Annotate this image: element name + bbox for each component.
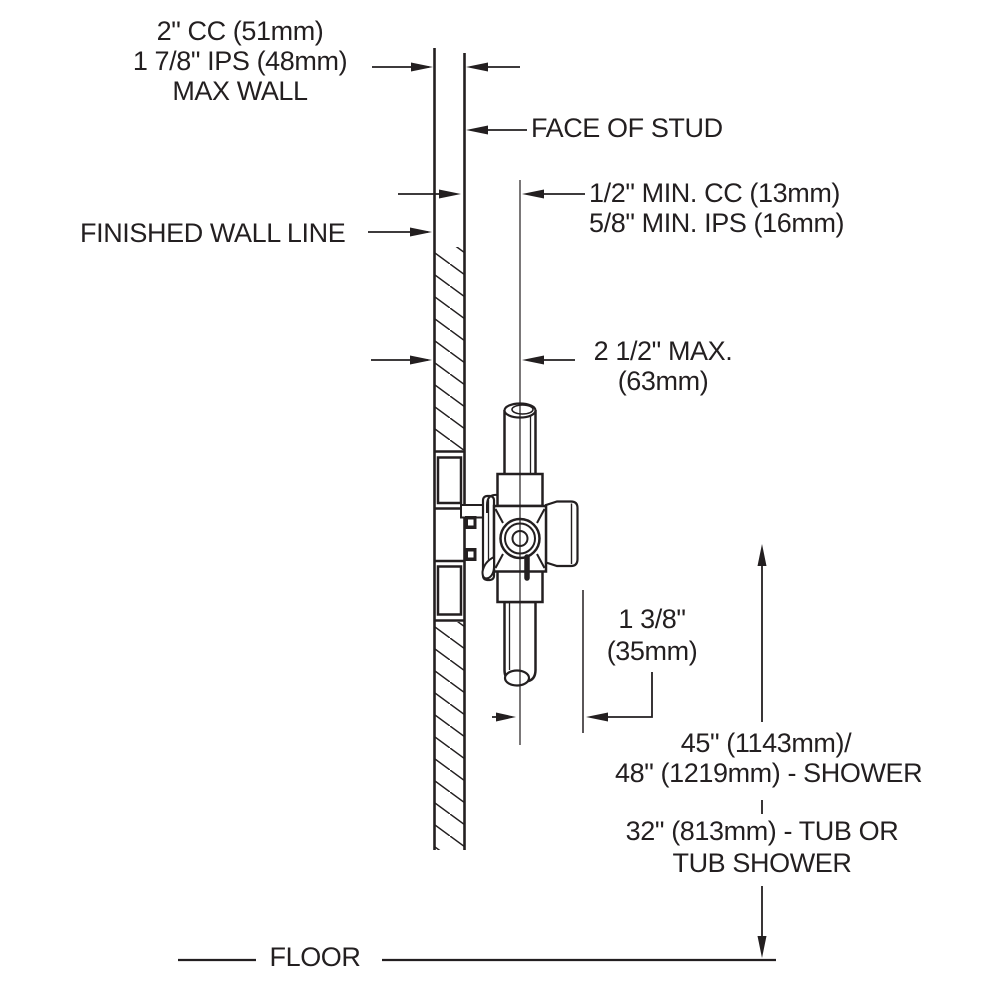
label-min-depth-2: 5/8" MIN. IPS (16mm) [589,208,845,238]
label-min-depth-1: 1/2" MIN. CC (13mm) [589,178,841,208]
label-shower-height-2: 48" (1219mm) - SHOWER [615,758,923,788]
label-valve-offset-1: 1 3/8" [618,604,686,634]
label-tub-height-1: 32" (813mm) - TUB OR [625,816,899,846]
valve-assembly [460,180,579,745]
pipe-open-bottom [503,669,531,687]
dim-max-depth [371,355,575,365]
label-face-of-stud: FACE OF STUD [531,113,723,143]
dim-face-of-stud [466,125,527,135]
dim-max-wall [372,62,520,72]
label-tub-height-2: TUB SHOWER [672,848,852,878]
wall-section [433,48,466,850]
label-max-depth-1: 2 1/2" MAX. [593,336,733,366]
label-max-wall-2: 1 7/8" IPS (48mm) [132,46,348,76]
label-finished-wall-line: FINISHED WALL LINE [80,218,346,248]
label-max-wall-1: 2" CC (51mm) [156,16,324,46]
dim-mounting-height [757,544,767,958]
dimension-lines [178,62,776,962]
label-max-depth-2: (63mm) [617,366,709,396]
dim-valve-offset [492,590,653,733]
dim-min-depth [398,189,585,199]
wall-hatch-upper [435,247,464,450]
label-floor: FLOOR [269,942,361,972]
valve-stop-lever [481,555,495,580]
valve-side-port [544,500,579,568]
stud-cutout-lower [434,559,465,622]
stud-cutout-upper [434,450,465,510]
label-max-wall-3: MAX WALL [172,76,308,106]
label-valve-offset-2: (35mm) [606,636,698,666]
label-shower-height-1: 45" (1143mm)/ [680,728,852,758]
valve-body [481,472,579,604]
wall-hatch-lower [435,622,464,850]
dim-finished-wall [368,227,432,237]
